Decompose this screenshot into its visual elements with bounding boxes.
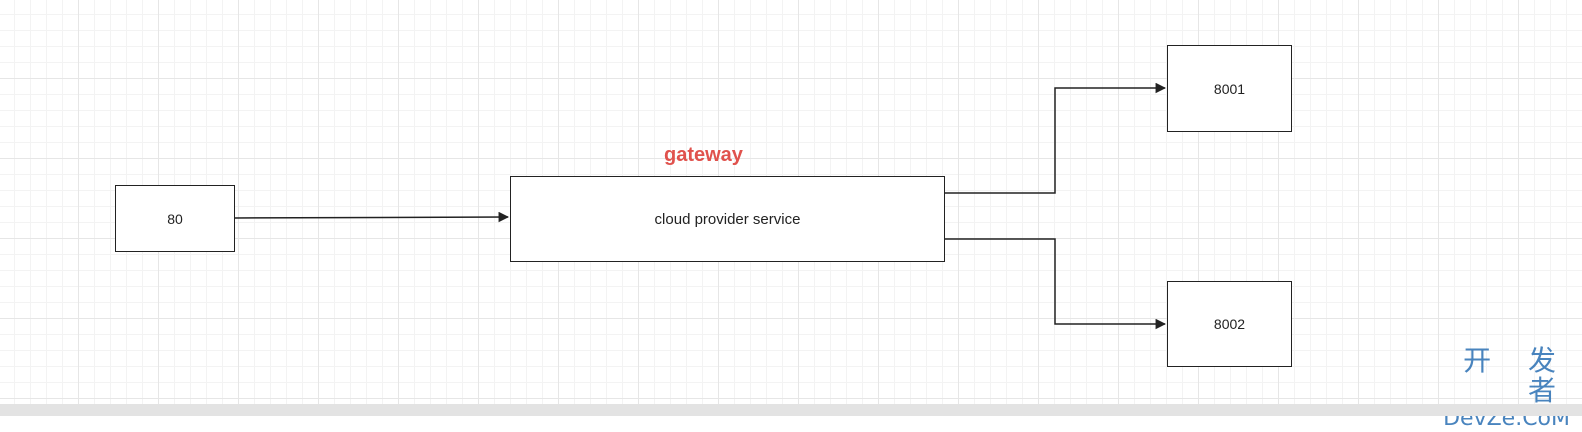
bottom-scrollbar-track[interactable] — [0, 404, 1582, 416]
node-client-80[interactable]: 80 — [115, 185, 235, 252]
edge-gateway-to-8001[interactable] — [945, 82, 1167, 194]
connector-layer — [234, 82, 1167, 330]
node-provider-8002[interactable]: 8002 — [1167, 281, 1292, 367]
node-label: 8002 — [1213, 316, 1246, 332]
node-label: cloud provider service — [654, 210, 801, 228]
node-label: 8001 — [1213, 80, 1246, 97]
node-gateway-service[interactable]: cloud provider service — [510, 176, 945, 262]
edge-80-to-gateway[interactable] — [234, 211, 510, 223]
node-provider-8001[interactable]: 8001 — [1167, 45, 1292, 132]
gateway-title: gateway — [664, 144, 743, 166]
watermark: 开 发 者 DevZe.CoM — [1400, 346, 1570, 432]
node-label: 80 — [167, 210, 183, 227]
watermark-line1: 开 发 者 — [1463, 344, 1570, 407]
edge-gateway-to-8002[interactable] — [945, 238, 1167, 330]
